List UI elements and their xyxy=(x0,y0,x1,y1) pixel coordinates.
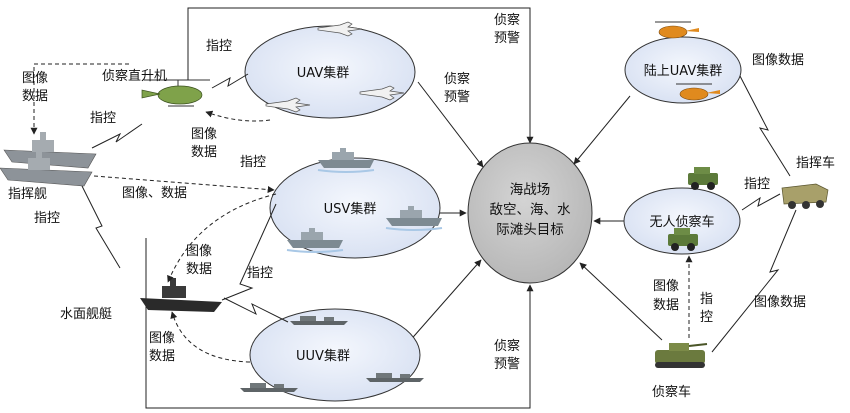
edge-label-recon-warn-bottom-2: 预警 xyxy=(494,356,520,372)
uuv-surface-curve xyxy=(170,311,251,363)
ship-heli-link xyxy=(91,123,143,149)
edge-label-image-surface-1: 图像 xyxy=(186,244,212,259)
command-ship-label: 指挥舰 xyxy=(8,187,47,202)
unmanned-recon-vehicle-label: 无人侦察车 xyxy=(649,214,714,230)
edge-label-image-heli-2: 数据 xyxy=(191,145,217,160)
submarine-icon xyxy=(290,316,348,325)
edge-label-command-surface: 指控 xyxy=(247,266,273,281)
vehicle-recon-link xyxy=(711,209,797,353)
edge-label-command-recon-1: 指 xyxy=(700,292,713,307)
edge-label-image-vehicle: 图像数据 xyxy=(754,295,806,310)
usv-surface-zigzag xyxy=(221,203,277,301)
unmanned-recon-vehicle-node[interactable] xyxy=(623,187,741,255)
command-vehicle-label: 指挥车 xyxy=(796,155,835,171)
edge-label-recon-warn-uav-2: 预警 xyxy=(444,89,470,105)
edge-label-image-heli-1: 图像 xyxy=(191,127,217,142)
helicopter-icon xyxy=(676,83,720,101)
top-frame-line xyxy=(187,7,534,144)
recon-vehicle-to-center-arrow xyxy=(579,262,663,341)
warship-icon xyxy=(317,148,375,173)
edge-label-command-usv: 指控 xyxy=(240,155,266,170)
edge-label-image-usv: 图像、数据 xyxy=(122,186,187,201)
surface-ship-label: 水面舰艇 xyxy=(60,307,112,322)
edge-label-recon-warn-top-1: 侦察 xyxy=(494,13,520,28)
helicopter-icon xyxy=(141,79,210,107)
edge-label-recon-warn-uav-1: 侦察 xyxy=(444,72,470,87)
landuav-vehicle-link xyxy=(739,75,791,177)
land-uav-to-center-arrow xyxy=(573,95,631,165)
vehicle-unmanned-link xyxy=(741,193,781,211)
surface-uuv-zigzag xyxy=(223,297,289,323)
sea-battlefield-target xyxy=(467,142,593,284)
edge-label-recon-warn-bottom-1: 侦察 xyxy=(494,339,520,354)
edge-label-command-ship-left: 指控 xyxy=(34,211,60,226)
warship-icon xyxy=(286,228,344,253)
warship-icon xyxy=(140,278,222,312)
uav-cluster-label: UAV集群 xyxy=(297,65,349,81)
center-line-1: 海战场 xyxy=(510,182,551,198)
helicopter-icon xyxy=(655,21,699,39)
ship-image-up-dashed xyxy=(30,63,130,135)
edge-label-image-left-1: 图像 xyxy=(22,71,48,86)
jeep-icon xyxy=(668,228,698,251)
edge-label-command-heli: 指控 xyxy=(90,111,116,126)
submarine-icon xyxy=(366,373,424,382)
ship-surface-link xyxy=(81,185,121,269)
recon-vehicle-label: 侦察车 xyxy=(652,384,691,400)
edge-label-image-uuv-2: 数据 xyxy=(149,349,175,364)
edge-label-command-vehicle: 指控 xyxy=(744,177,770,192)
land-uav-cluster-label: 陆上UAV集群 xyxy=(644,63,722,79)
edge-label-command-top: 指控 xyxy=(206,39,232,54)
edge-label-recon-warn-top-2: 预警 xyxy=(494,30,520,46)
edge-label-image-surface-2: 数据 xyxy=(186,262,212,277)
usv-cluster-label: USV集群 xyxy=(324,201,377,217)
tank-icon xyxy=(655,343,708,368)
uuv-cluster-label: UUV集群 xyxy=(296,348,350,364)
jeep-icon xyxy=(688,167,718,190)
edge-label-image-recon-2: 数据 xyxy=(653,298,679,313)
center-line-3: 际滩头目标 xyxy=(496,222,564,238)
center-line-2: 敌空、海、水 xyxy=(490,202,571,218)
warship-icon xyxy=(0,150,93,187)
uav-to-center-arrow xyxy=(417,81,484,168)
ship-usv-dashed xyxy=(93,175,275,194)
edge-label-command-recon-2: 控 xyxy=(700,310,713,325)
bottom-frame-line xyxy=(145,238,534,409)
land-uav-cluster-node[interactable] xyxy=(624,36,742,104)
usv-surface-curve xyxy=(167,193,277,283)
uav-image-back-dashed xyxy=(205,110,271,122)
armored-vehicle-icon xyxy=(781,183,829,209)
warship-icon xyxy=(385,206,443,231)
fighter-jet-icon xyxy=(359,85,405,101)
edge-label-image-land-uav: 图像数据 xyxy=(752,53,804,68)
submarine-icon xyxy=(240,383,298,392)
fighter-jet-icon xyxy=(265,97,311,113)
edge-label-image-recon-1: 图像 xyxy=(653,279,679,294)
recon-helicopter-label: 侦察直升机 xyxy=(102,69,167,84)
edge-label-image-left-2: 数据 xyxy=(22,89,48,104)
heli-uav-link xyxy=(211,73,249,89)
fighter-jet-icon xyxy=(317,21,363,37)
edge-label-image-uuv-1: 图像 xyxy=(149,331,175,346)
